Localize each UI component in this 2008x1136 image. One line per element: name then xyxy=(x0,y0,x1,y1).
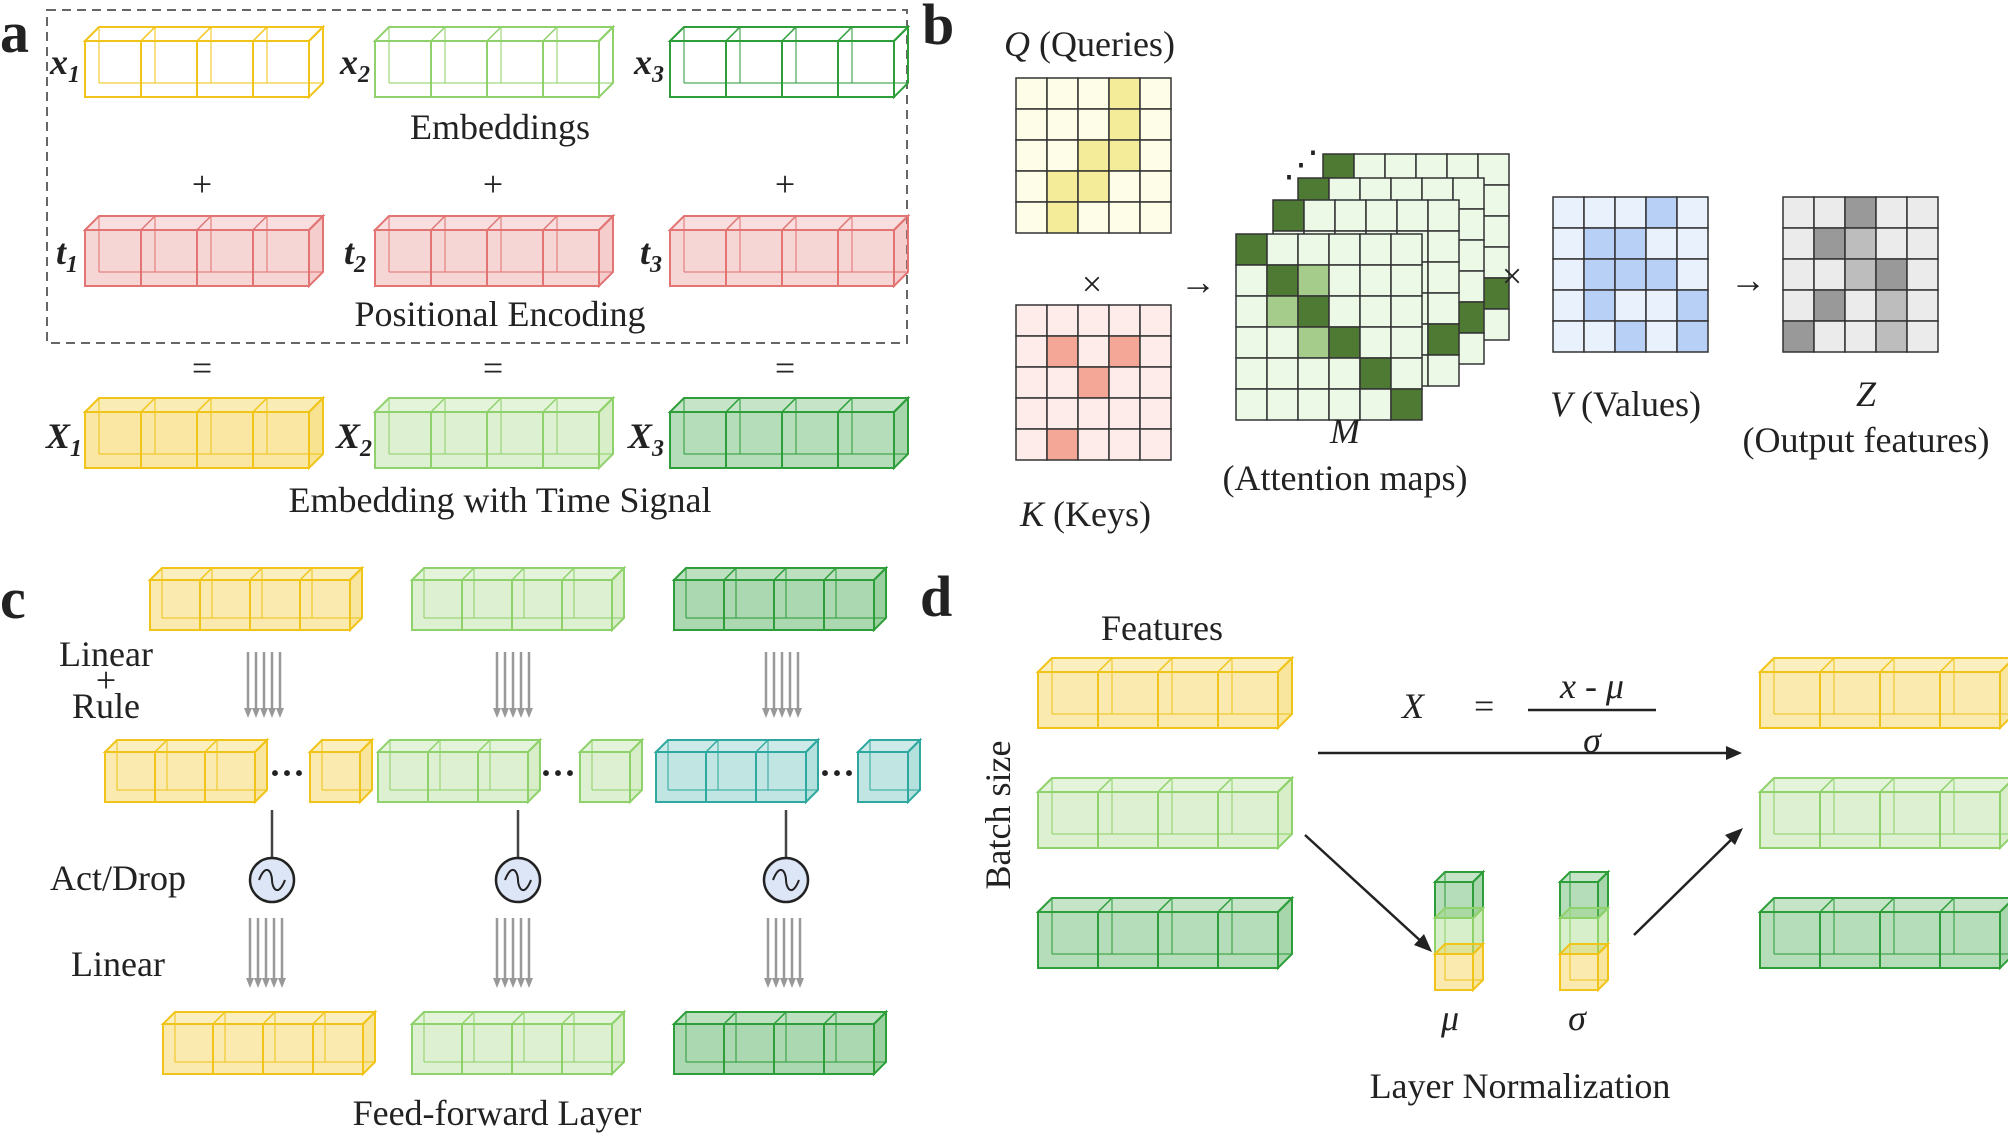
attention-maps-label: (Attention maps) xyxy=(1223,458,1468,498)
values-matrix xyxy=(1552,196,1709,353)
keys-label: K (Keys) xyxy=(1019,494,1151,534)
embedding-time-signal-label: Embedding with Time Signal xyxy=(288,480,711,520)
panel-c-letter: c xyxy=(0,566,26,631)
ffn-input-vector-3 xyxy=(671,565,889,633)
embeddings-label: Embeddings xyxy=(410,107,590,147)
embedding-vector-x1 xyxy=(82,24,326,100)
panel-a: a x1 x2 x3 Embeddings + + + t1 t2 t3 Pos… xyxy=(0,0,911,520)
t2-label: t2 xyxy=(344,232,366,278)
std-stack xyxy=(1557,869,1611,993)
x1-label: x1 xyxy=(49,42,80,88)
values-label: V (Values) xyxy=(1550,384,1701,424)
hidden-dots-1: ··· xyxy=(269,753,305,793)
batch-size-label: Batch size xyxy=(978,741,1018,890)
hidden-dots-3: ··· xyxy=(819,753,855,793)
attention-symbol: M xyxy=(1329,411,1362,451)
queries-label: Q (Queries) xyxy=(1004,24,1175,64)
formula-denominator: σ xyxy=(1583,720,1602,760)
plus-sign-2: + xyxy=(483,164,503,204)
panel-a-letter: a xyxy=(0,0,29,65)
mean-stack xyxy=(1432,869,1486,993)
X1-label: X1 xyxy=(45,416,82,462)
ffn-hidden-vector-3 xyxy=(653,737,923,805)
X3-label: X3 xyxy=(627,416,664,462)
multiply-sign-qk: × xyxy=(1082,264,1102,304)
norm-input-row-1 xyxy=(1035,655,1295,731)
panel-d-letter: d xyxy=(920,564,952,629)
positional-vector-t3 xyxy=(667,213,911,289)
sigma-label: σ xyxy=(1568,998,1587,1038)
from-stats-arrow xyxy=(1633,828,1743,936)
panel-b: b Q (Queries) × K (Keys) → ⋰ M (Attentio… xyxy=(922,0,1989,534)
to-stats-arrow xyxy=(1304,834,1432,952)
panel-b-letter: b xyxy=(922,0,954,57)
rule-label: Rule xyxy=(72,686,140,726)
time-embedding-vector-X3 xyxy=(667,395,911,471)
ffn-hidden-vector-2 xyxy=(375,737,645,805)
multiply-sign-mv: × xyxy=(1502,256,1522,296)
arrow-to-attention: → xyxy=(1180,262,1216,302)
norm-input-row-2 xyxy=(1035,775,1295,851)
output-symbol: Z xyxy=(1856,374,1877,414)
ffn-input-vector-1 xyxy=(147,565,365,633)
positional-vector-t1 xyxy=(82,213,326,289)
plus-sign-1: + xyxy=(192,164,212,204)
t1-label: t1 xyxy=(56,232,78,278)
ffn-output-vector-2 xyxy=(409,1009,627,1077)
attention-stack-ellipsis: ⋰ xyxy=(1283,144,1319,184)
panel-c: c Linear + Rule ··· ··· ··· Act/Drop Lin… xyxy=(0,565,923,1133)
linear-label-1: Linear xyxy=(59,634,153,674)
norm-input-row-3 xyxy=(1035,895,1295,971)
attention-maps-stack xyxy=(1235,153,1510,421)
arrow-to-output: → xyxy=(1730,260,1766,300)
positional-vector-t2 xyxy=(372,213,616,289)
norm-output-row-2 xyxy=(1757,777,2008,851)
x3-label: x3 xyxy=(633,42,664,88)
positional-encoding-label: Positional Encoding xyxy=(355,294,646,334)
linear-arrows-bottom xyxy=(246,918,804,988)
hidden-dots-2: ··· xyxy=(540,753,576,793)
formula-equals: = xyxy=(1474,686,1494,726)
act-drop-label: Act/Drop xyxy=(50,858,186,898)
embedding-vector-x3 xyxy=(667,24,911,100)
mu-label: μ xyxy=(1440,998,1459,1038)
layer-normalization-title: Layer Normalization xyxy=(1370,1066,1671,1106)
X2-label: X2 xyxy=(335,416,372,462)
keys-matrix xyxy=(1015,304,1172,461)
linear-arrows-top xyxy=(244,652,802,718)
features-label: Features xyxy=(1101,608,1223,648)
output-features-label: (Output features) xyxy=(1743,420,1990,460)
equals-sign-3: = xyxy=(775,348,795,388)
ffn-output-vector-3 xyxy=(671,1009,889,1077)
equals-sign-1: = xyxy=(192,348,212,388)
ffn-output-vector-1 xyxy=(160,1009,378,1077)
ffn-hidden-vector-1 xyxy=(102,737,375,805)
linear-label-2: Linear xyxy=(71,944,165,984)
linear-rule-plus: + xyxy=(96,660,116,700)
ffn-input-vector-2 xyxy=(409,565,627,633)
formula-numerator: x - μ xyxy=(1559,666,1624,706)
activation-nodes xyxy=(248,810,810,904)
x2-label: x2 xyxy=(339,42,370,88)
plus-sign-3: + xyxy=(775,164,795,204)
panel-d: d Features Batch size X = x - μ σ μ σ L xyxy=(920,564,2008,1106)
time-embedding-vector-X1 xyxy=(82,395,326,471)
embedding-vector-x2 xyxy=(372,24,616,100)
equals-sign-2: = xyxy=(483,348,503,388)
normalize-arrow xyxy=(1318,746,1742,760)
output-features-matrix xyxy=(1782,196,1939,353)
t3-label: t3 xyxy=(640,232,662,278)
norm-output-row-1 xyxy=(1757,657,2008,731)
formula-X: X xyxy=(1400,686,1426,726)
queries-matrix xyxy=(1015,77,1172,234)
feed-forward-title: Feed-forward Layer xyxy=(353,1093,642,1133)
norm-output-row-3 xyxy=(1757,897,2008,971)
embedding-group-frame xyxy=(46,9,908,344)
time-embedding-vector-X2 xyxy=(372,395,616,471)
